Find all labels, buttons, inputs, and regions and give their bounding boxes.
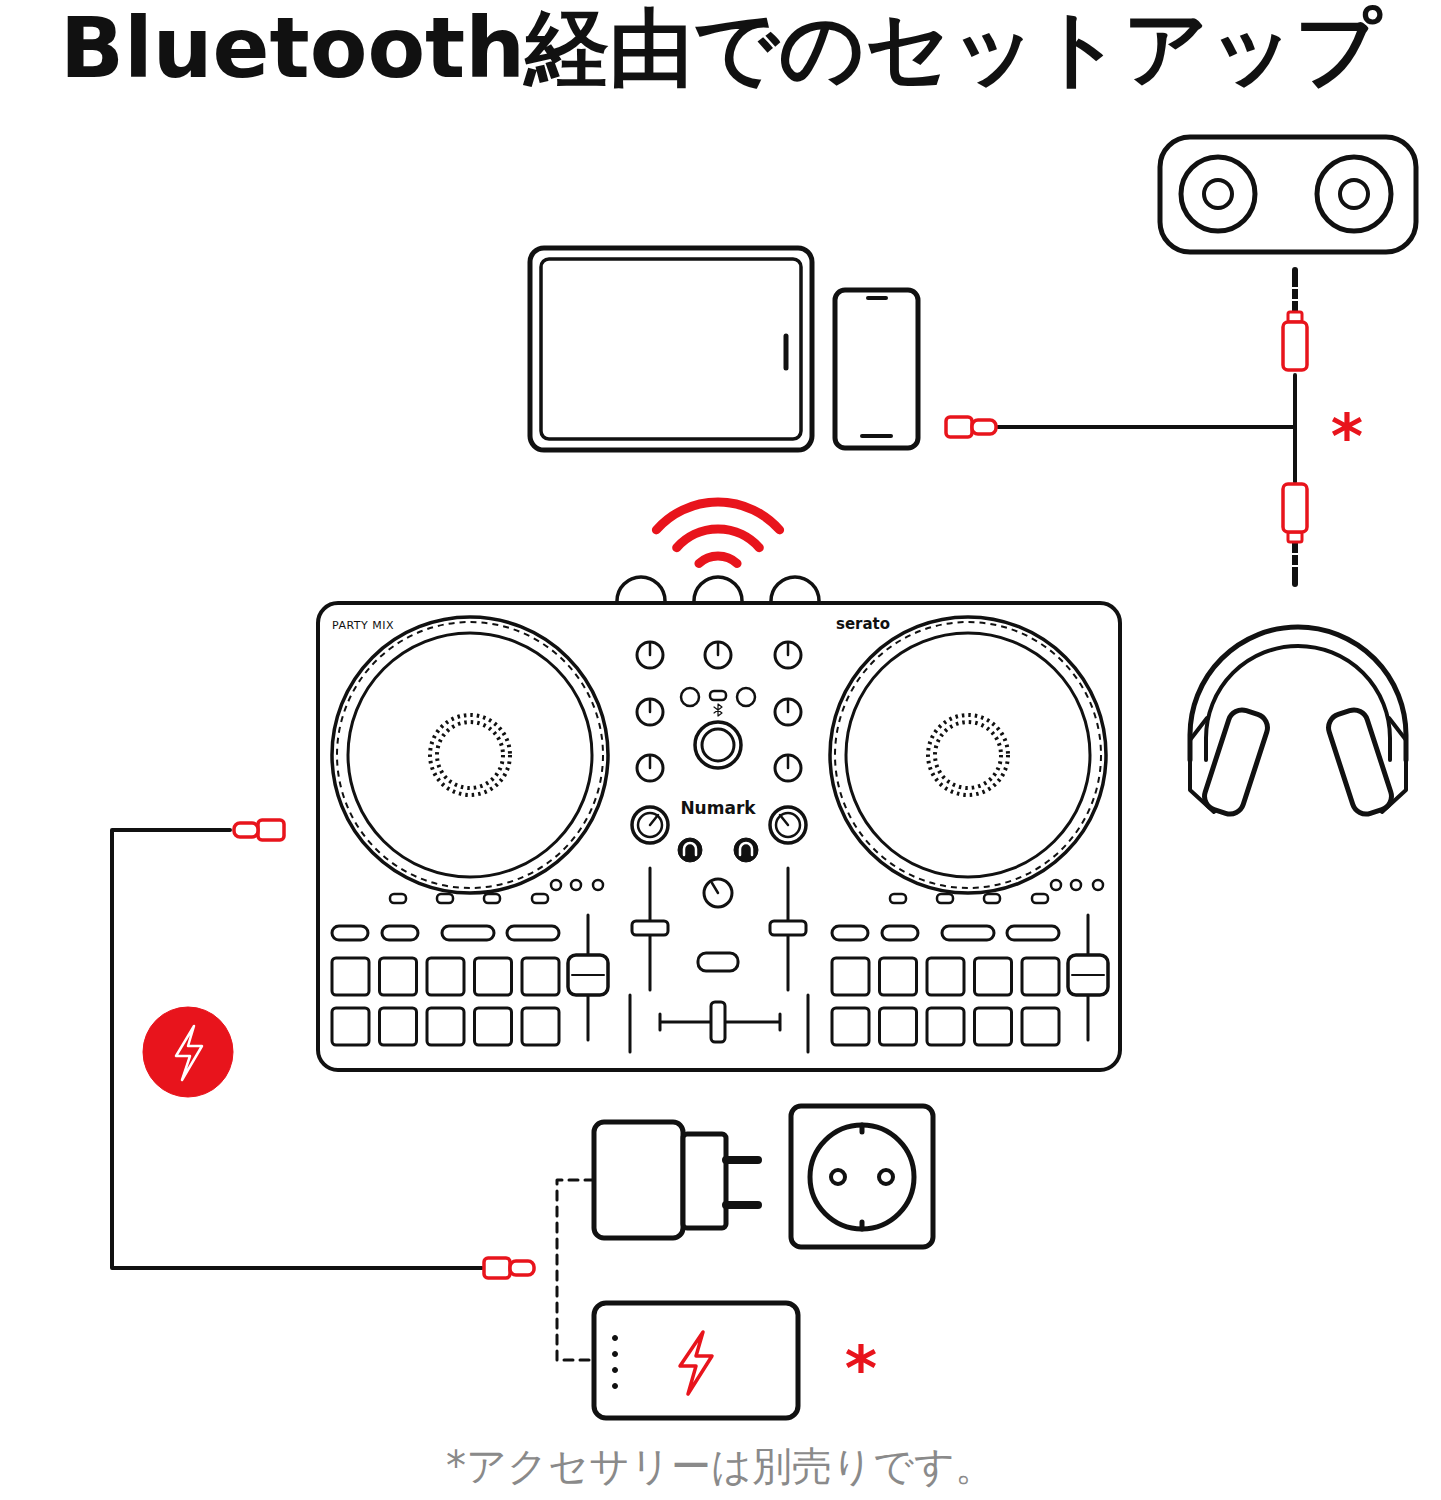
brand-label: serato bbox=[836, 615, 956, 633]
speaker bbox=[1160, 137, 1416, 252]
headphones bbox=[1190, 627, 1406, 818]
tablet bbox=[530, 248, 812, 450]
smartphone bbox=[835, 290, 918, 448]
wall-outlet bbox=[791, 1106, 933, 1247]
power-bank bbox=[594, 1303, 798, 1418]
dj-controller: PARTY MIX seratoNumark bbox=[316, 601, 1122, 1072]
splitter-cable bbox=[946, 270, 1307, 584]
title: Bluetooth経由でのセットアップ bbox=[60, 2, 1381, 94]
accessory-mark: * bbox=[821, 1338, 901, 1400]
brand-label: Numark bbox=[618, 798, 818, 818]
wireless-signal bbox=[656, 502, 779, 564]
power-icon bbox=[143, 1007, 233, 1097]
controller-knobs bbox=[617, 577, 819, 601]
caption: *アクセサリーは別売りです。 bbox=[446, 1442, 995, 1490]
power-cable bbox=[112, 820, 534, 1278]
brand-label: PARTY MIX bbox=[332, 619, 452, 632]
controller-surface bbox=[332, 617, 1108, 1052]
accessory-mark: * bbox=[1307, 406, 1387, 468]
